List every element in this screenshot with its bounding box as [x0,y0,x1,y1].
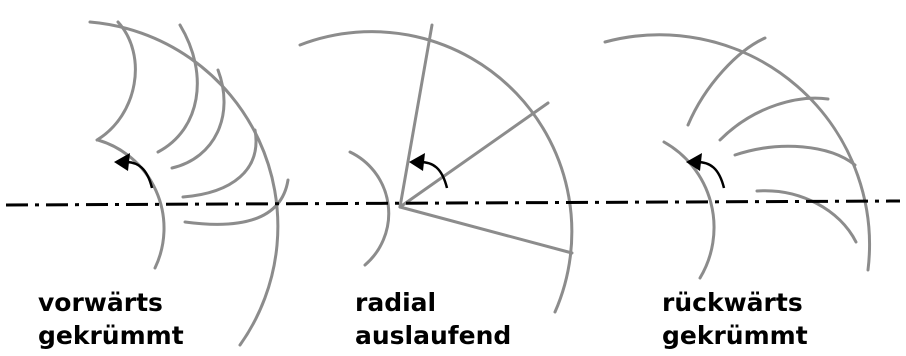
blade-5 [183,178,290,226]
blade-3 [398,205,574,255]
impeller-forward-curved [88,20,290,347]
blade-4 [181,128,258,199]
label-backward-curved: rückwärts gekrümmt [662,286,808,352]
impeller-radial [298,23,574,314]
rotation-arrow-icon [114,153,154,189]
blade-3 [170,68,226,170]
rotation-axis-line [5,199,901,207]
label-radial: radial auslaufend [355,286,511,352]
label-line-1: rückwärts [662,288,803,317]
rotation-arrow-icon [409,153,449,189]
outer-casing-arc [88,20,280,347]
blade-2 [398,101,550,209]
blade-4 [755,189,858,244]
label-forward-curved: vorwärts gekrümmt [38,286,184,352]
hub-arc [348,150,391,267]
hub-arc [96,138,166,270]
label-line-2: auslaufend [355,321,512,350]
hub-arc [662,140,716,280]
label-line-1: vorwärts [38,288,163,317]
label-line-1: radial [355,288,437,317]
blade-2 [156,23,199,154]
outer-casing-arc [298,30,574,314]
blade-1 [95,20,137,142]
label-line-2: gekrümmt [38,321,184,350]
blade-2 [718,96,830,142]
blade-1 [686,36,767,127]
blade-3 [733,144,857,167]
outer-casing-arc [603,33,872,272]
impeller-backward-curved [603,33,872,280]
label-line-2: gekrümmt [662,321,808,350]
blade-1 [398,23,434,209]
rotation-arrow-icon [686,153,726,189]
